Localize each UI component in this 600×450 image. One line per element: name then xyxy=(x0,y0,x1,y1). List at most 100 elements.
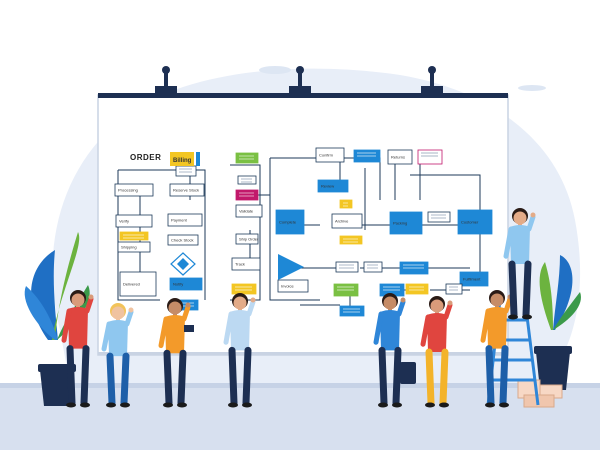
arm xyxy=(503,226,514,259)
person-woman-redtop xyxy=(420,296,453,408)
flowchart-box xyxy=(231,283,257,295)
leg xyxy=(522,260,532,319)
flowchart-box xyxy=(339,199,353,209)
head xyxy=(168,301,182,315)
shoe xyxy=(425,402,435,408)
flowchart-box-shape xyxy=(114,183,154,197)
flowchart-box: Archive xyxy=(331,213,363,229)
flowchart-box: Verify xyxy=(115,214,153,228)
arm xyxy=(480,308,491,343)
shoe xyxy=(66,402,76,408)
flowchart-box-label: Archive xyxy=(335,219,349,224)
leg xyxy=(80,345,90,407)
flowchart-box xyxy=(405,283,429,295)
shoe xyxy=(439,402,449,408)
flowchart-box: Invoice xyxy=(277,279,309,293)
arm-raised xyxy=(246,299,256,317)
leg xyxy=(228,346,238,407)
flowchart-box-label: Fulfilment xyxy=(463,277,481,282)
hand xyxy=(447,300,453,306)
arm-raised xyxy=(124,309,134,327)
leg xyxy=(177,349,187,407)
floor xyxy=(0,385,600,450)
board-hangers xyxy=(155,66,443,94)
shoe xyxy=(242,402,252,408)
hand xyxy=(88,294,94,300)
flowchart-box-label: Track xyxy=(235,262,245,267)
plant-right xyxy=(534,255,581,390)
bag-icon xyxy=(400,362,416,384)
hand xyxy=(250,297,256,303)
arm xyxy=(420,314,431,347)
head xyxy=(513,211,527,225)
arm xyxy=(101,321,112,352)
flowchart-box-label: Confirm xyxy=(319,153,334,158)
arm xyxy=(61,308,72,343)
flowchart-box-label: Check Stock xyxy=(171,238,193,243)
people-group xyxy=(61,208,536,408)
flowchart-box-label: Customer xyxy=(461,220,479,225)
flowchart-box: Notify xyxy=(169,277,203,291)
board-title: ORDER xyxy=(130,153,161,162)
flowchart-box-label: Returns xyxy=(391,155,405,160)
shoe xyxy=(508,314,518,320)
flowchart-box-shape xyxy=(115,214,153,228)
flowchart-box-label: Invoice xyxy=(281,284,294,289)
flowchart-box xyxy=(427,211,451,223)
flowchart-box: Review xyxy=(317,179,349,193)
flowchart-box: Complete xyxy=(275,209,305,235)
shoe xyxy=(499,402,509,408)
tablet-icon xyxy=(184,325,194,332)
flowchart-box: Payment xyxy=(167,213,203,227)
flowchart-box-label: Shipping xyxy=(121,245,137,250)
flowchart-box-shape xyxy=(459,271,489,287)
flowchart-box xyxy=(175,165,197,177)
arm-raised xyxy=(526,214,536,232)
torso xyxy=(487,307,507,349)
flowchart-box: Ship Order xyxy=(235,233,259,245)
flowchart-box-label: Reserve Stock xyxy=(173,188,199,193)
arm xyxy=(373,311,384,345)
flowchart-box xyxy=(235,152,259,164)
person-man-on-ladder xyxy=(503,208,536,320)
flowchart-box-shape xyxy=(405,283,429,295)
arm xyxy=(158,316,169,349)
flowchart-box: Packing xyxy=(389,211,423,235)
flowchart-box-shape xyxy=(335,261,359,273)
flowchart-box-shape xyxy=(235,204,263,218)
flowchart-box-label: Processing xyxy=(118,188,138,193)
hand xyxy=(400,297,406,303)
flowchart-box-shape xyxy=(389,211,423,235)
flowchart-box xyxy=(119,231,149,241)
flowchart-box-label: Delivered xyxy=(123,282,140,287)
torso xyxy=(165,315,185,354)
leg xyxy=(163,349,173,407)
flowchart-box-shape xyxy=(119,231,149,241)
leg xyxy=(120,352,130,407)
shoe xyxy=(177,402,187,408)
cloud-icon xyxy=(259,66,546,91)
flowchart-box xyxy=(237,175,257,185)
flowchart-box xyxy=(339,305,365,317)
flowchart-box-shape xyxy=(331,213,363,229)
flowchart-box: Reserve Stock xyxy=(169,183,205,197)
leg xyxy=(378,346,388,407)
person-man-orange xyxy=(158,298,191,408)
flowchart-box-label: Notify xyxy=(173,282,183,287)
flowchart-box-label: Packing xyxy=(393,221,407,226)
flowchart-box: Customer xyxy=(457,209,493,235)
flowchart-box xyxy=(445,283,463,295)
flowchart-box-shape xyxy=(339,199,353,209)
arm xyxy=(223,311,234,345)
leg xyxy=(499,345,509,407)
flowchart-box-shape xyxy=(169,277,203,291)
shoe xyxy=(163,402,173,408)
arm-raised xyxy=(84,296,94,314)
torso xyxy=(427,313,447,353)
flowchart-box-shape xyxy=(167,234,199,246)
flowchart-box-label: Verify xyxy=(119,219,129,224)
billing-highlight: Billing xyxy=(170,152,200,166)
torso xyxy=(510,225,530,265)
flowchart-box-shape xyxy=(231,257,261,271)
